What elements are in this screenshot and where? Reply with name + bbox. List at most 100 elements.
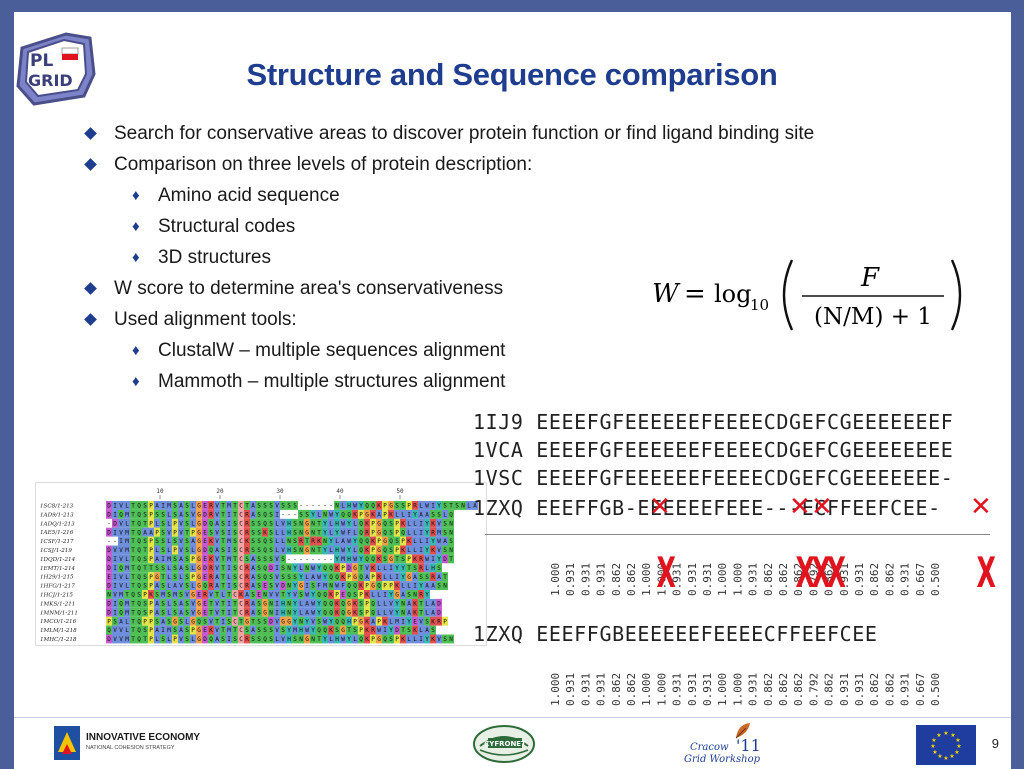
residue-cell [340,536,346,546]
residue-cell [262,607,268,617]
residue-letter: Q [137,609,141,616]
residue-cell [376,509,382,519]
cgw-leaf-icon [735,723,750,739]
sequence-label: 1DQD/1-214 [40,557,76,563]
residue-letter: Q [383,529,387,536]
residue-letter: S [269,627,273,634]
residue-cell [274,545,280,555]
residue-letter: P [143,592,147,599]
residue-letter: S [233,538,237,545]
residue-letter: S [185,556,189,563]
residue-cell [400,634,406,644]
sequence-label: 1AE5/1-216 [40,530,74,536]
residue-letter: I [227,547,231,554]
residue-letter: D [443,556,447,563]
residue-letter: I [227,512,231,519]
residue-cell [244,554,250,564]
residue-letter: K [371,512,375,519]
residue-cell [388,563,394,573]
svg-text:★: ★ [937,753,942,760]
residue-letter: S [233,547,237,554]
residue-cell [244,581,250,590]
residue-letter: Q [137,618,141,625]
residue-letter: C [239,583,243,590]
residue-cell [214,563,220,573]
residue-letter: Q [371,609,375,616]
residue-cell [256,572,262,582]
residue-letter: A [155,503,159,510]
score-value: 0.792 [807,673,820,706]
residue-letter: S [425,574,429,581]
residue-cell [274,581,280,590]
residue-letter: S [437,565,441,572]
residue-cell [346,527,352,537]
score-value: 0.500 [929,673,942,706]
residue-cell [436,509,442,519]
residue-letter: L [401,512,405,519]
residue-letter: C [239,529,243,536]
residue-cell [322,590,328,599]
residue-letter: S [161,609,165,616]
residue-letter: K [353,609,357,616]
residue-cell [244,590,250,599]
residue-letter: T [215,592,219,599]
residue-cell [274,509,280,519]
residue-letter: Q [401,529,405,536]
residue-cell [160,518,166,528]
residue-letter: Q [365,556,369,563]
residue-letter: S [173,601,177,608]
residue-letter: S [257,520,261,527]
residue-cell [124,545,130,555]
residue-letter: P [107,618,111,625]
residue-letter: T [209,601,213,608]
residue-cell [412,536,418,546]
residue-letter: P [149,520,153,527]
residue-letter: G [197,583,201,590]
residue-cell [178,509,184,519]
residue-cell [190,625,196,635]
residue-letter: Q [383,520,387,527]
residue-letter: S [221,636,225,643]
residue-cell [430,616,436,626]
residue-cell [406,625,412,635]
residue-letter: I [275,601,279,608]
residue-cell [286,581,292,590]
residue-letter: K [377,556,381,563]
residue-cell [322,598,328,608]
residue-letter: Q [347,512,351,519]
residue-letter: F [347,529,351,536]
residue-letter: L [401,583,405,590]
residue-cell [154,590,160,599]
residue-cell [334,509,340,519]
residue-letter: T [221,512,225,519]
residue-cell [364,509,370,519]
residue-cell [298,572,304,582]
residue-cell [454,501,460,510]
residue-cell [244,527,250,537]
residue-cell [394,545,400,555]
residue-letter: S [407,592,411,599]
residue-cell [268,536,274,546]
residue-letter: S [257,547,261,554]
residue-cell [346,572,352,582]
residue-letter: P [395,547,399,554]
residue-cell [232,607,238,617]
residue-cell [424,518,430,528]
residue-letter: T [143,520,147,527]
residue-letter: V [419,618,423,625]
residue-cell [136,527,142,537]
residue-letter: Q [131,592,135,599]
residue-letter: D [269,618,273,625]
residue-letter: A [179,627,183,634]
residue-letter: L [125,520,129,527]
residue-cell [364,527,370,537]
residue-cell [148,518,154,528]
residue-cell [346,634,352,644]
residue-letter: G [173,618,177,625]
residue-cell [184,545,190,555]
residue-cell [106,527,112,537]
score-value: 0.862 [792,563,805,596]
code-row-result: 1ZXQ EEEFFGBEEEEEEFEEEECFFEEFCEE [473,622,878,646]
residue-letter: K [245,538,249,545]
residue-letter: S [281,556,285,563]
